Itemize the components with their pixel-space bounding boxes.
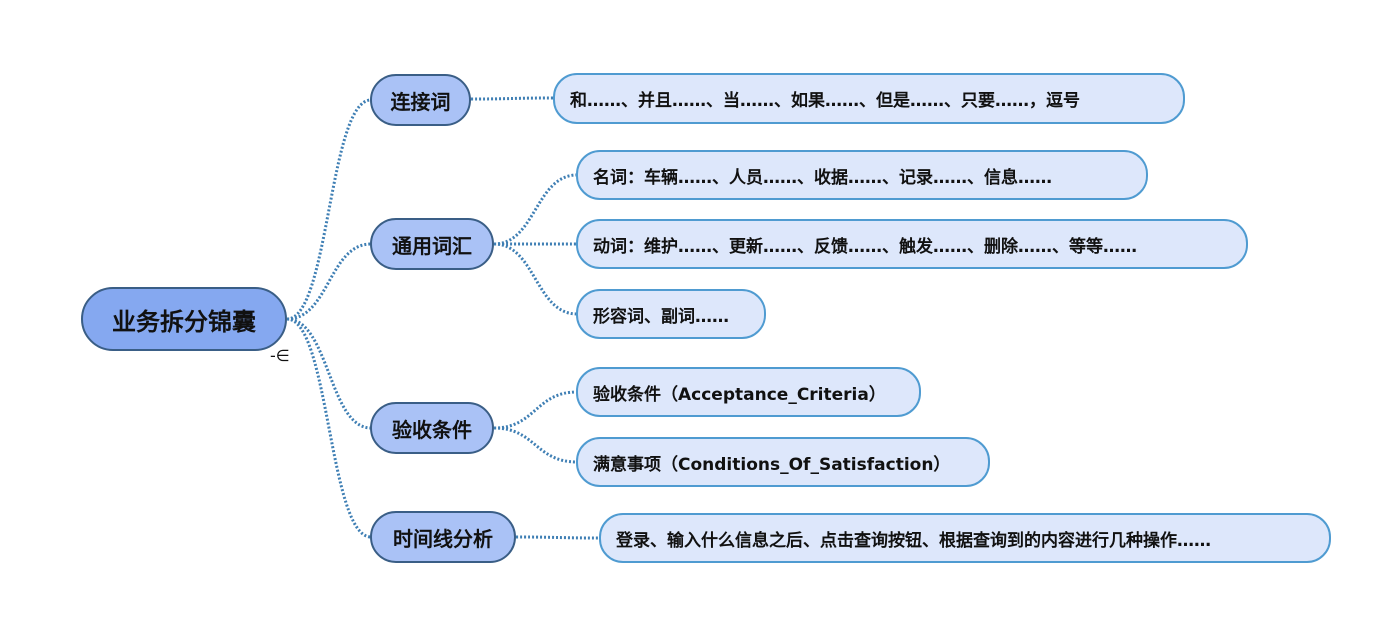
leaf-node-verbs[interactable]: 动词：维护……、更新……、反馈……、触发……、删除……、等等…… <box>576 219 1248 269</box>
branch-label: 验收条件 <box>392 417 472 442</box>
branch-label: 通用词汇 <box>392 233 472 258</box>
leaf-node-timeline-steps[interactable]: 登录、输入什么信息之后、点击查询按钮、根据查询到的内容进行几种操作…… <box>599 513 1331 563</box>
link-acceptance-criteria <box>493 390 578 430</box>
root-node[interactable]: 业务拆分锦囊 <box>81 287 287 351</box>
link-vocabulary-adjectives <box>493 242 578 316</box>
leaf-node-connectives[interactable]: 和……、并且……、当……、如果……、但是……、只要……，逗号 <box>553 73 1185 124</box>
link-root-common-vocabulary <box>286 242 372 321</box>
leaf-label: 名词：车辆……、人员……、收据……、记录……、信息…… <box>593 167 1052 188</box>
branch-label: 时间线分析 <box>393 526 493 551</box>
leaf-label: 登录、输入什么信息之后、点击查询按钮、根据查询到的内容进行几种操作…… <box>616 530 1211 551</box>
branch-node-acceptance[interactable]: 验收条件 <box>370 402 494 454</box>
leaf-label: 和……、并且……、当……、如果……、但是……、只要……，逗号 <box>570 91 1080 111</box>
leaf-label: 验收条件（Acceptance_Criteria） <box>593 384 886 405</box>
link-vocabulary-nouns <box>493 173 578 246</box>
leaf-node-acceptance-criteria[interactable]: 验收条件（Acceptance_Criteria） <box>576 367 921 417</box>
link-acceptance-conditions <box>493 426 578 464</box>
leaf-label: 形容词、副词…… <box>593 306 729 327</box>
leaf-label: 动词：维护……、更新……、反馈……、触发……、删除……、等等…… <box>593 236 1137 257</box>
root-label: 业务拆分锦囊 <box>112 307 256 336</box>
leaf-label: 满意事项（Conditions_Of_Satisfaction） <box>593 454 951 475</box>
link-connectives-leaf <box>470 96 554 101</box>
collapse-toggle-icon[interactable]: -∈ <box>270 346 290 365</box>
link-timeline-leaf <box>515 535 601 540</box>
branch-node-timeline[interactable]: 时间线分析 <box>370 511 516 563</box>
link-root-timeline <box>286 317 372 539</box>
link-root-connectives <box>286 98 372 321</box>
branch-node-connectives[interactable]: 连接词 <box>370 74 471 126</box>
branch-label: 连接词 <box>390 89 451 114</box>
link-root-acceptance <box>286 317 372 430</box>
branch-node-common-vocabulary[interactable]: 通用词汇 <box>370 218 494 270</box>
leaf-node-conditions-of-satisfaction[interactable]: 满意事项（Conditions_Of_Satisfaction） <box>576 437 990 487</box>
leaf-node-nouns[interactable]: 名词：车辆……、人员……、收据……、记录……、信息…… <box>576 150 1148 200</box>
leaf-node-adjectives[interactable]: 形容词、副词…… <box>576 289 766 339</box>
